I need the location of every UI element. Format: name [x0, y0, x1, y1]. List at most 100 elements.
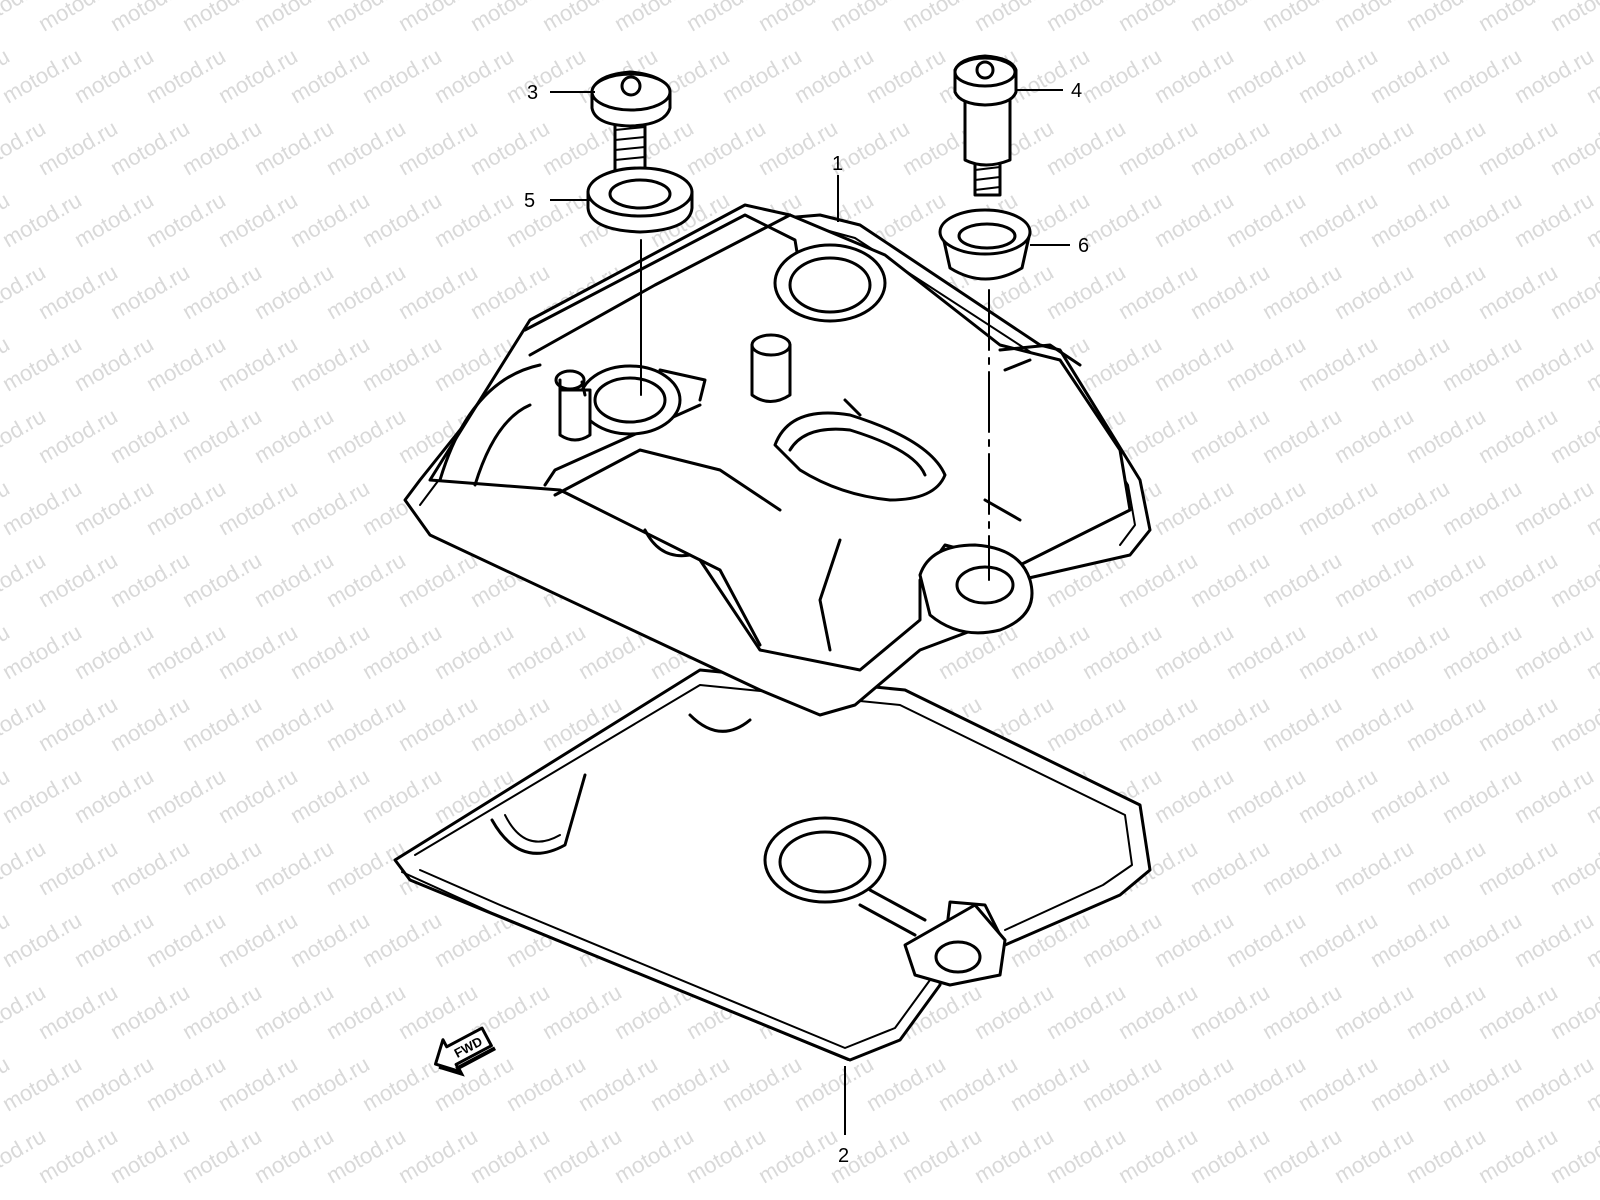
watermark-text: motod.ru	[1474, 403, 1562, 468]
watermark-text: motod.ru	[1078, 43, 1166, 108]
watermark-text: motod.ru	[70, 43, 158, 108]
watermark-text: motod.ru	[1222, 43, 1310, 108]
watermark-text: motod.ru	[142, 907, 230, 972]
watermark-text: motod.ru	[358, 43, 446, 108]
watermark-text: motod.ru	[1186, 691, 1274, 756]
watermark-text: motod.ru	[70, 763, 158, 828]
watermark-text: motod.ru	[754, 1123, 842, 1188]
watermark-text: motod.ru	[0, 331, 86, 396]
watermark-text: motod.ru	[1222, 475, 1310, 540]
watermark-text: motod.ru	[502, 1195, 590, 1200]
watermark-text: motod.ru	[178, 403, 266, 468]
watermark-text: motod.ru	[142, 763, 230, 828]
watermark-text: motod.ru	[34, 115, 122, 180]
watermark-text: motod.ru	[358, 763, 446, 828]
watermark-text: motod.ru	[1330, 547, 1418, 612]
watermark-text: motod.ru	[718, 1051, 806, 1116]
watermark-text: motod.ru	[106, 115, 194, 180]
watermark-text: motod.ru	[358, 619, 446, 684]
watermark-text: motod.ru	[1438, 187, 1526, 252]
watermark-text: motod.ru	[1330, 835, 1418, 900]
watermark-text: motod.ru	[34, 403, 122, 468]
watermark-text: motod.ru	[1186, 1123, 1274, 1188]
watermark-text: motod.ru	[286, 907, 374, 972]
watermark-text: motod.ru	[214, 331, 302, 396]
watermark-text: motod.ru	[1150, 43, 1238, 108]
watermark-text: motod.ru	[970, 979, 1058, 1044]
head-cover-part-1	[403, 203, 1152, 717]
watermark-text: motod.ru	[70, 331, 158, 396]
watermark-text: motod.ru	[1078, 619, 1166, 684]
watermark-text: motod.ru	[394, 259, 482, 324]
watermark-text: motod.ru	[1438, 619, 1526, 684]
watermark-text: motod.ru	[70, 619, 158, 684]
watermark-text: motod.ru	[1258, 979, 1346, 1044]
watermark-text: motod.ru	[286, 1195, 374, 1200]
watermark-text: motod.ru	[1294, 1051, 1382, 1116]
watermark-text: motod.ru	[1366, 475, 1454, 540]
watermark-text: motod.ru	[1510, 763, 1598, 828]
watermark-text: motod.ru	[214, 619, 302, 684]
watermark-text: motod.ru	[1366, 619, 1454, 684]
watermark-text: motod.ru	[1150, 907, 1238, 972]
watermark-text: motod.ru	[1294, 619, 1382, 684]
watermark-text: motod.ru	[1222, 907, 1310, 972]
watermark-text: motod.ru	[1438, 1195, 1526, 1200]
watermark-text: motod.ru	[1042, 979, 1130, 1044]
watermark-text: motod.ru	[142, 475, 230, 540]
watermark-text: motod.ru	[286, 331, 374, 396]
watermark-text: motod.ru	[1078, 331, 1166, 396]
watermark-text: motod.ru	[1222, 331, 1310, 396]
watermark-text: motod.ru	[322, 115, 410, 180]
watermark-text: motod.ru	[682, 1123, 770, 1188]
watermark-text: motod.ru	[322, 979, 410, 1044]
watermark-text: motod.ru	[1006, 619, 1094, 684]
watermark-text: motod.ru	[286, 475, 374, 540]
watermark-text: motod.ru	[430, 1195, 518, 1200]
watermark-text: motod.ru	[1402, 547, 1490, 612]
watermark-text: motod.ru	[502, 619, 590, 684]
watermark-text: motod.ru	[1258, 691, 1346, 756]
watermark-text: motod.ru	[1222, 763, 1310, 828]
watermark-text: motod.ru	[250, 979, 338, 1044]
watermark-text: motod.ru	[322, 259, 410, 324]
watermark-text: motod.ru	[178, 835, 266, 900]
watermark-text: motod.ru	[394, 547, 482, 612]
watermark-text: motod.ru	[1294, 475, 1382, 540]
watermark-text: motod.ru	[34, 691, 122, 756]
watermark-text: motod.ru	[358, 907, 446, 972]
bolt-part-3	[590, 70, 672, 177]
watermark-text: motod.ru	[1402, 259, 1490, 324]
watermark-text: motod.ru	[1366, 331, 1454, 396]
watermark-text: motod.ru	[214, 475, 302, 540]
watermark-text: motod.ru	[1330, 979, 1418, 1044]
watermark-text: motod.ru	[70, 907, 158, 972]
watermark-text: motod.ru	[322, 547, 410, 612]
watermark-text: motod.ru	[1330, 259, 1418, 324]
watermark-text: motod.ru	[250, 835, 338, 900]
callout-6: 6	[1078, 235, 1089, 257]
watermark-text: motod.ru	[106, 1123, 194, 1188]
watermark-text: motod.ru	[394, 1123, 482, 1188]
leader-lines	[550, 89, 1070, 1135]
watermark-text: motod.ru	[34, 547, 122, 612]
watermark-text: motod.ru	[1510, 331, 1598, 396]
callout-labels: 1 2 3 4 5 6	[524, 80, 1089, 1167]
watermark-text: motod.ru	[1150, 187, 1238, 252]
watermark-text: motod.ru	[322, 835, 410, 900]
watermark-text: motod.ru	[178, 979, 266, 1044]
watermark-text: motod.ru	[250, 115, 338, 180]
watermark-text: motod.ru	[430, 43, 518, 108]
watermark-text: motod.ru	[1222, 1195, 1310, 1200]
watermark-text: motod.ru	[0, 43, 86, 108]
watermark-text: motod.ru	[214, 763, 302, 828]
watermark-text: motod.ru	[1510, 43, 1598, 108]
watermark-text: motod.ru	[1366, 763, 1454, 828]
watermark-text: motod.ru	[1150, 475, 1238, 540]
watermark-text: motod.ru	[862, 43, 950, 108]
watermark-text: motod.ru	[214, 907, 302, 972]
watermark-text: motod.ru	[934, 1051, 1022, 1116]
watermark-text: motod.ru	[1474, 547, 1562, 612]
watermark-text: motod.ru	[286, 619, 374, 684]
watermark-text: motod.ru	[1366, 187, 1454, 252]
